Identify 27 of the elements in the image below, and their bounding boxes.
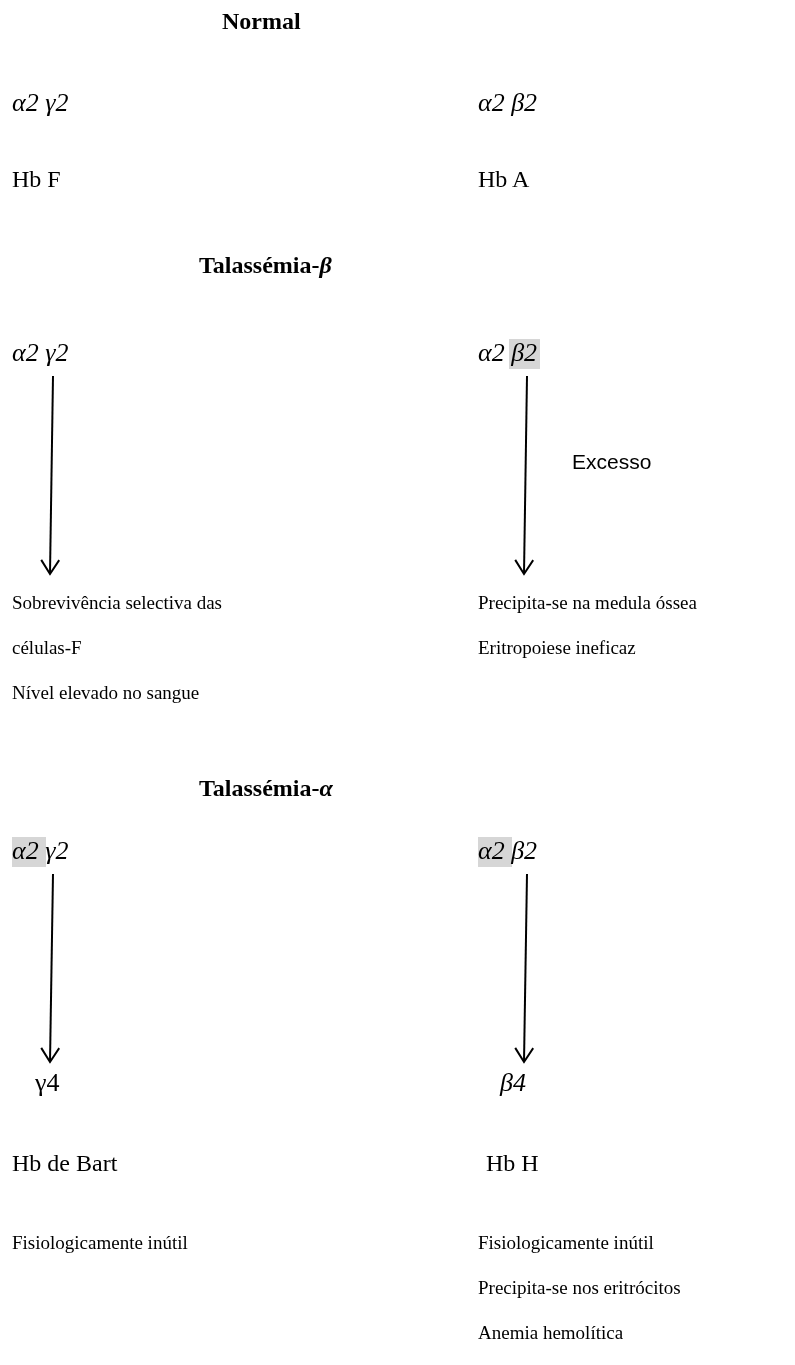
arrow	[40, 375, 61, 575]
text-label: Fisiologicamente inútil	[12, 1232, 188, 1254]
section-heading: Talassémia-β	[199, 252, 332, 279]
arrow	[514, 873, 535, 1063]
node-text: Eritropoiese ineficaz	[478, 636, 637, 660]
text-label: Fisiologicamente inútil	[478, 1232, 654, 1254]
node-text: α2 β2	[478, 836, 538, 866]
node-text: α2 γ2	[12, 338, 69, 368]
arrow	[514, 375, 535, 575]
node-text: α2 β2	[478, 338, 538, 368]
text-label: Hb de Bart	[12, 1150, 118, 1177]
text-label: α2 β2	[478, 88, 538, 118]
node-text: γ4	[35, 1068, 60, 1098]
node-text: Nível elevado no sangue	[12, 681, 201, 705]
arrow	[40, 873, 61, 1063]
node-text: α2 γ2	[12, 836, 69, 866]
node-text: Precipita-se na medula óssea	[478, 591, 697, 615]
text-label: Hb F	[12, 166, 61, 193]
section-heading: Talassémia-α	[199, 775, 333, 802]
text-label: Hb H	[486, 1150, 539, 1177]
text-label: Anemia hemolítica	[478, 1322, 624, 1344]
section-heading: Normal	[222, 8, 301, 35]
text-label: α2 γ2	[12, 88, 69, 118]
text-label: Hb A	[478, 166, 530, 193]
text-label: Precipita-se nos eritrócitos	[478, 1277, 681, 1299]
node-text: β4	[500, 1068, 526, 1098]
node-text: Sobrevivência selectiva das células-F	[12, 591, 223, 660]
